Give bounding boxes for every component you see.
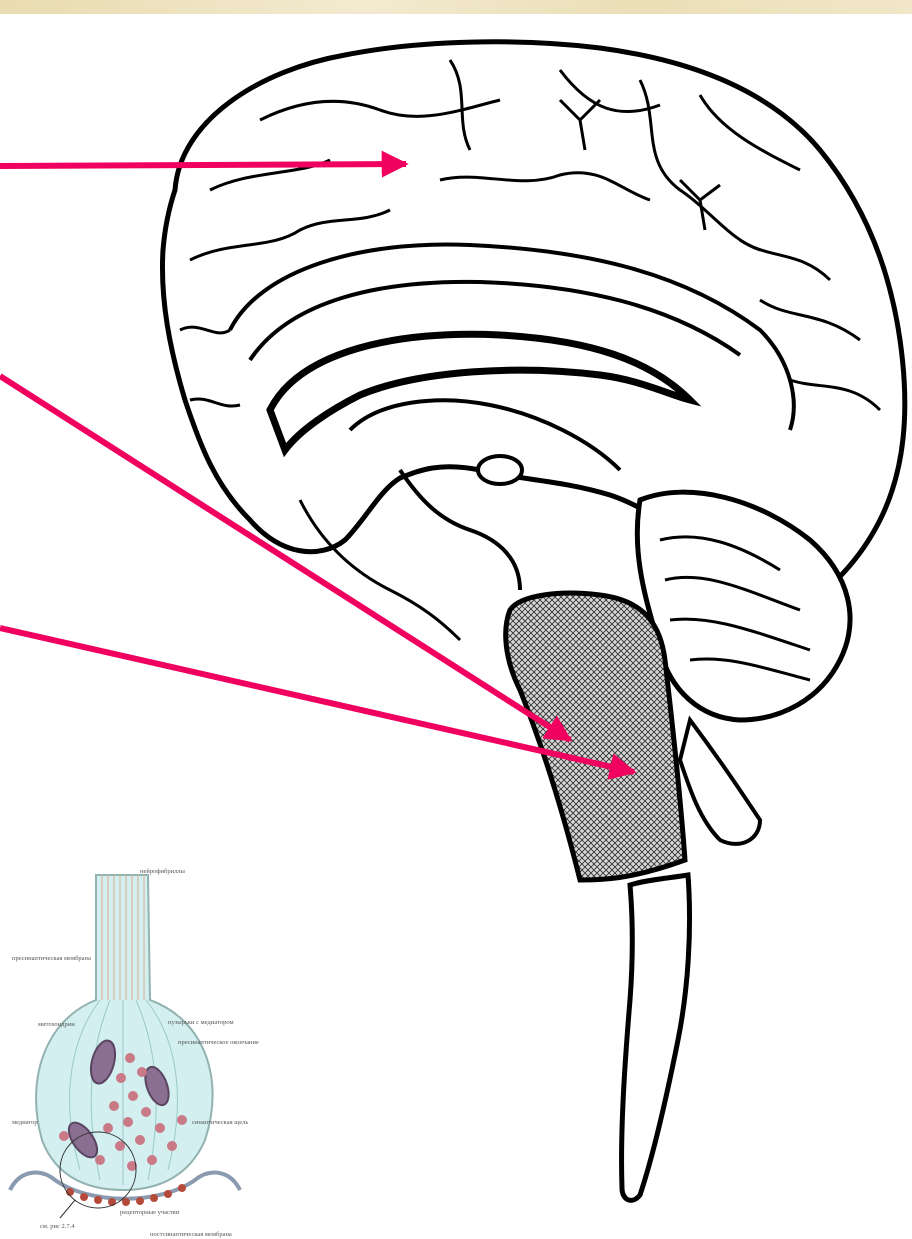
label-receptor-sites: рецепторные участки <box>120 1209 180 1216</box>
label-postsynaptic-membrane: постсинаптическая мембрана <box>150 1231 232 1238</box>
label-mediator: медиатор <box>12 1119 38 1126</box>
label-vesicles: пузырьки с медиатором <box>168 1019 234 1026</box>
label-presynaptic-terminal: пресинаптическое окончание <box>178 1039 259 1046</box>
medulla-hatched <box>506 593 685 880</box>
arrow-cortex <box>0 164 406 166</box>
label-presynaptic-membrane: пресинаптическая мембрана <box>12 955 91 962</box>
label-neurofibrils: нейрофибриллы <box>140 868 186 875</box>
label-synaptic-cleft: синаптическая щель <box>192 1119 248 1126</box>
synapse-inset: нейрофибриллы пресинаптическая мембрана … <box>10 868 259 1238</box>
spinal-cord <box>622 875 690 1200</box>
label-figure-ref: см. рис 2.7.4 <box>40 1223 75 1230</box>
label-mitochondria: митохондрии <box>38 1021 75 1028</box>
brainstem <box>506 593 685 880</box>
